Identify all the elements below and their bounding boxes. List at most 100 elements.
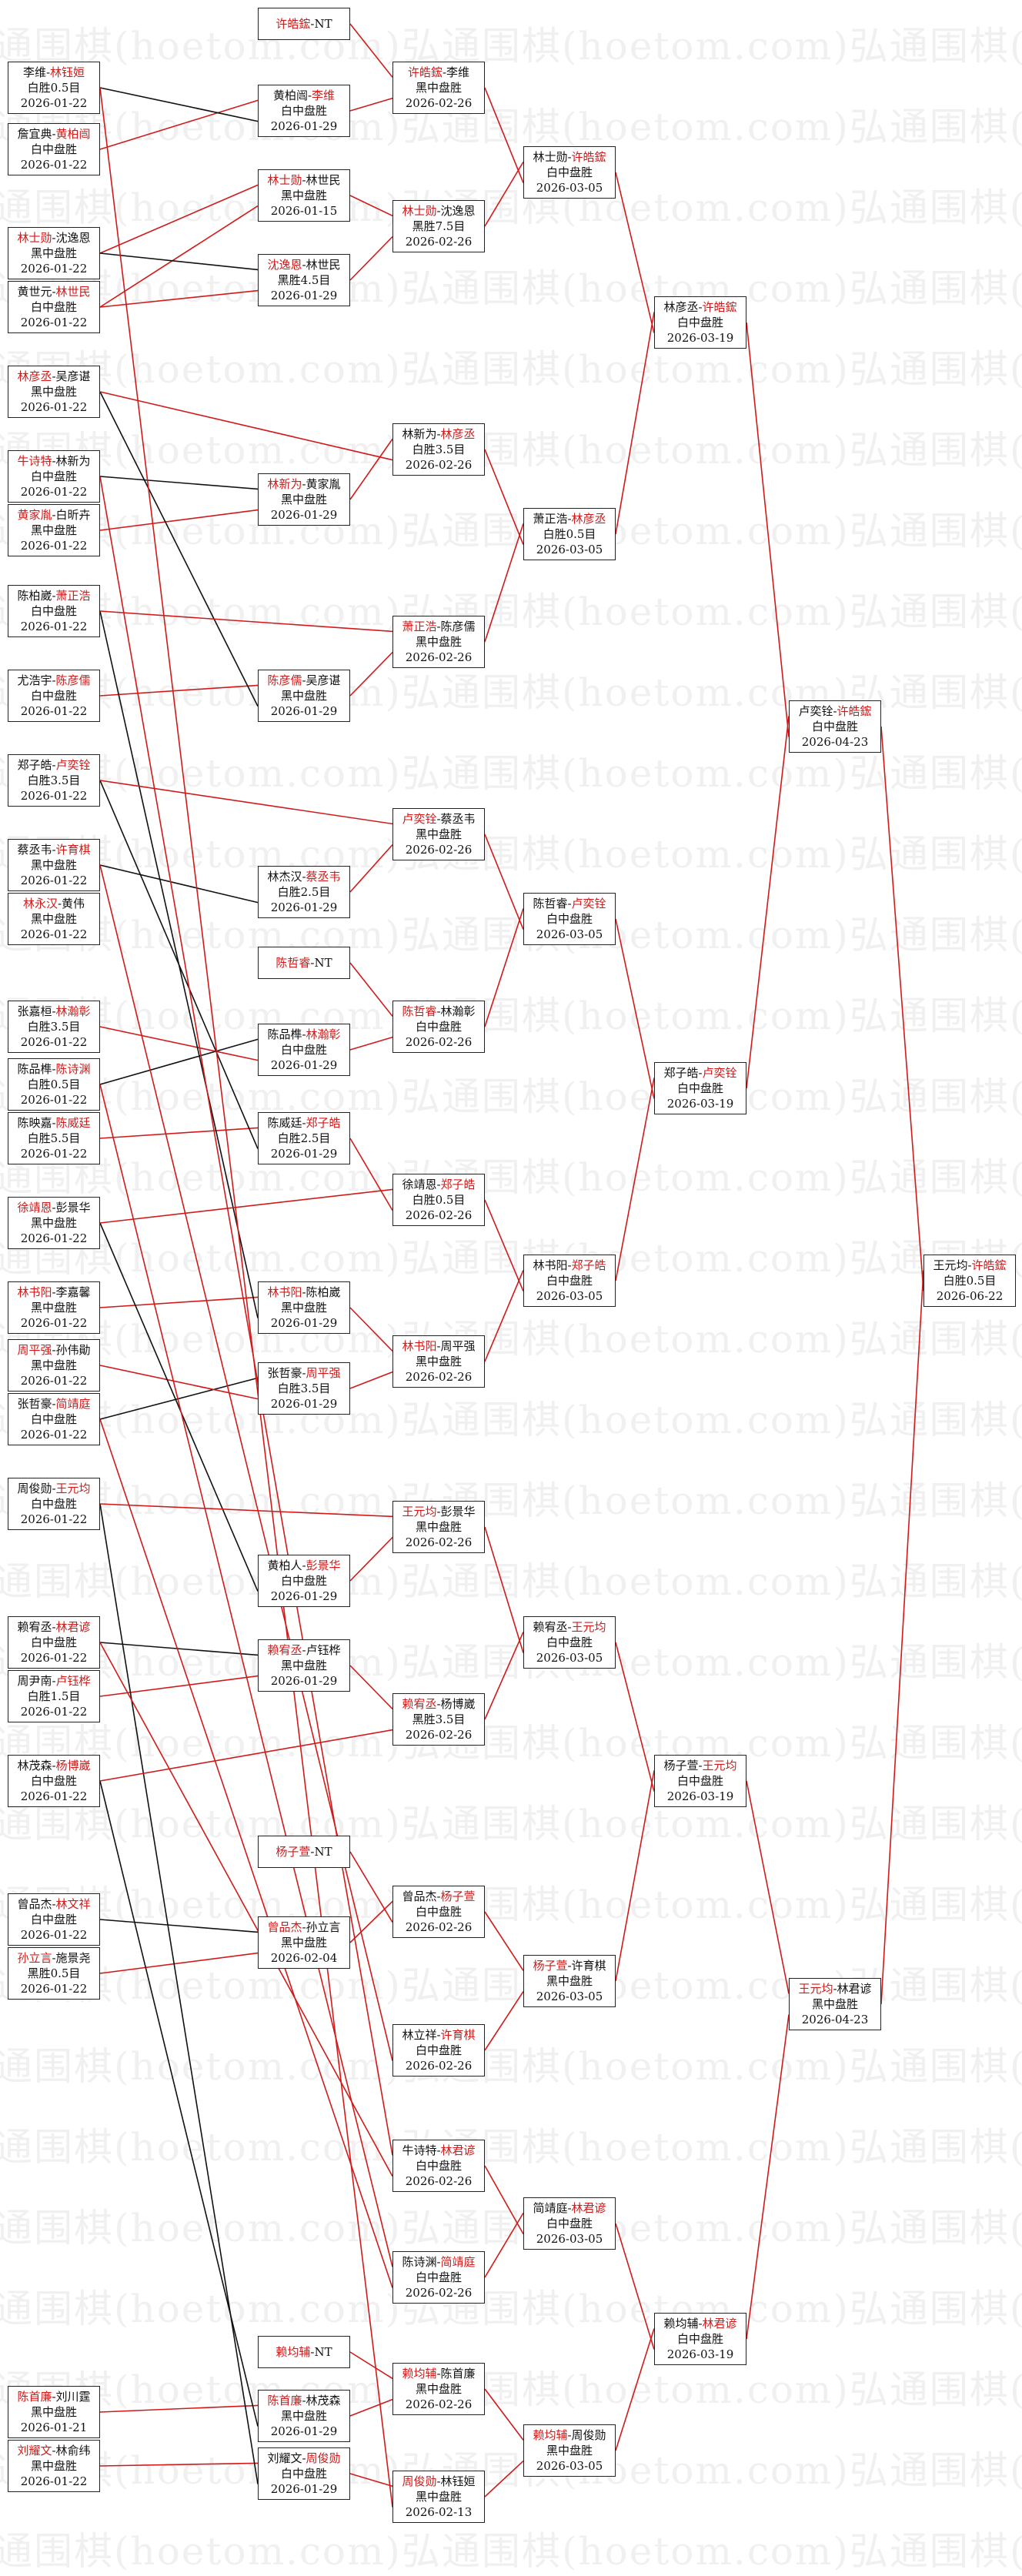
match-result: 黑中盘胜 — [280, 1659, 327, 1672]
match-box[interactable]: 赖均辅-NT — [258, 2336, 350, 2368]
advance-line — [99, 1188, 393, 1224]
match-result: 白中盘胜 — [415, 1020, 462, 1034]
match-players: 沈逸恩-林世民 — [260, 257, 348, 272]
player-white: NT — [314, 17, 332, 31]
advance-line — [484, 161, 524, 227]
match-players: 黄柏人-彭景华 — [260, 1558, 348, 1573]
player-white: 简靖庭 — [55, 1397, 91, 1411]
vs-separator: - — [52, 758, 56, 772]
vs-separator: - — [436, 620, 441, 633]
advance-line — [99, 1026, 259, 1061]
vs-separator: - — [302, 2451, 306, 2465]
match-box[interactable]: 陈哲睿-NT — [258, 947, 350, 979]
advance-line — [349, 236, 393, 281]
match-date: 2026-03-05 — [536, 927, 603, 941]
match-players: 赖宥丞-杨博崴 — [395, 1696, 483, 1712]
match-date: 2026-01-22 — [20, 1982, 88, 1996]
match-box[interactable]: 杨子萱-NT — [258, 1836, 350, 1868]
match-result: 黑中盘胜 — [415, 2382, 462, 2396]
player-black: 周俊勋 — [402, 2474, 437, 2488]
advance-line — [615, 1770, 655, 1982]
match-date: 2026-03-19 — [666, 1789, 734, 1803]
match-players: 林彦丞-许皓鋐 — [656, 299, 744, 315]
advance-line — [484, 1526, 524, 1653]
advance-line — [99, 99, 259, 150]
match-box[interactable]: 许皓鋐-NT — [258, 8, 350, 40]
